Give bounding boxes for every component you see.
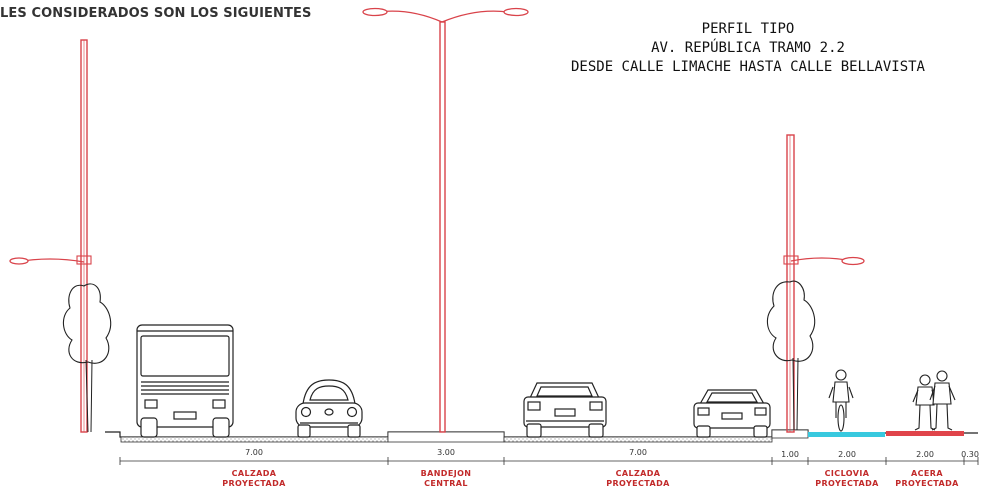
dimension-line [119, 457, 979, 465]
cyclist [828, 369, 854, 432]
pavement-right [503, 436, 773, 443]
header-text: LES CONSIDERADOS SON LOS SIGUIENTES [0, 6, 312, 21]
label-acera-2: PROYECTADA [895, 479, 959, 488]
label-calzada-right-1: CALZADA [616, 469, 661, 478]
label-bandejon-1: BANDEJON [421, 469, 472, 478]
label-ciclovia-1: CICLOVIA [825, 469, 870, 478]
dim-ciclovia: 2.00 [838, 450, 856, 459]
label-calzada-left-1: CALZADA [232, 469, 277, 478]
label-ciclovia-2: PROYECTADA [815, 479, 879, 488]
left-lamp-post [9, 39, 92, 433]
label-bandejon-2: CENTRAL [424, 479, 468, 488]
right-tree [766, 280, 816, 362]
dim-acera: 2.00 [916, 450, 934, 459]
pedestrian-2 [929, 370, 956, 431]
title-line-1: PERFIL TIPO [701, 21, 795, 37]
dim-calzada-left: 7.00 [245, 448, 263, 457]
median-base [387, 431, 505, 443]
dim-calzada-right: 7.00 [629, 448, 647, 457]
car-2 [523, 382, 607, 438]
car-3 [693, 389, 771, 438]
bus [136, 324, 234, 438]
pavement-left [120, 436, 389, 443]
left-tree-trunk [85, 359, 93, 433]
label-acera-1: ACERA [911, 469, 943, 478]
dim-bandejon: 3.00 [437, 448, 455, 457]
right-tree-trunk [792, 357, 799, 431]
left-tree [62, 283, 112, 364]
ciclovia-band [808, 432, 885, 437]
title-line-3: DESDE CALLE LIMACHE HASTA CALLE BELLAVIS… [570, 59, 925, 75]
car-1 [295, 379, 363, 438]
title-block: PERFIL TIPO AV. REPÚBLICA TRAMO 2.2 DESD… [520, 20, 976, 77]
pedestrian-1 [912, 374, 937, 431]
label-calzada-right-2: PROYECTADA [606, 479, 670, 488]
central-lamp-post [362, 7, 529, 433]
label-calzada-left-2: PROYECTADA [222, 479, 286, 488]
dim-strip: 1.00 [781, 450, 799, 459]
acera-band [886, 431, 964, 436]
dim-edge: 0.30 [961, 450, 979, 459]
right-lamp-post [783, 134, 865, 433]
title-line-2: AV. REPÚBLICA TRAMO 2.2 [651, 40, 845, 56]
